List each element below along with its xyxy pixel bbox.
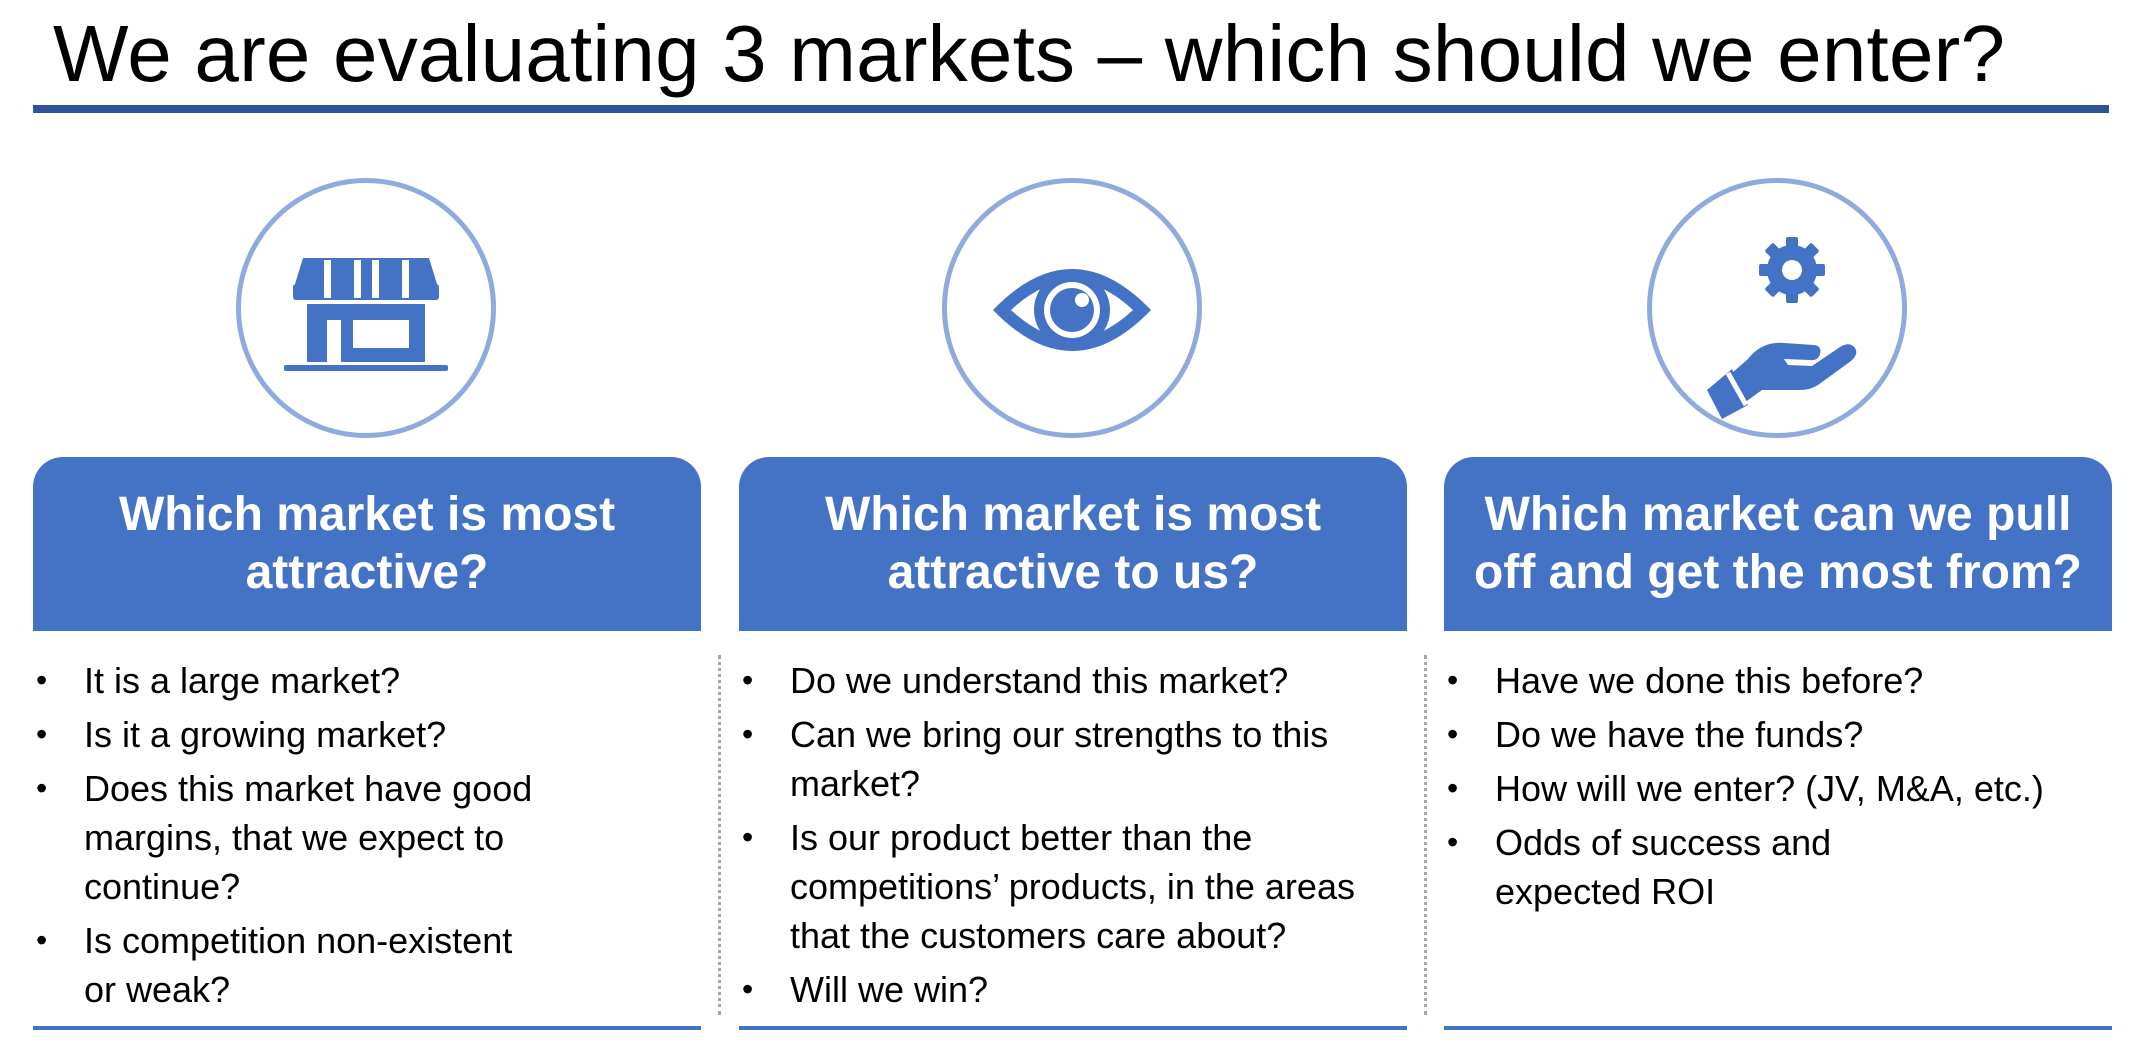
- bullet-dot: •: [742, 971, 754, 1007]
- column-bottom-rule: [1444, 1026, 2112, 1030]
- list-item: • Have we done this before?: [1444, 656, 2112, 705]
- storefront-icon: [284, 258, 448, 371]
- list-item: • Odds of success and expected ROI: [1444, 818, 2112, 916]
- column-header: Which market is most attractive to us?: [739, 457, 1407, 631]
- list-item: • It is a large market?: [33, 656, 701, 705]
- list-item: • Is competition non-existent or weak?: [33, 916, 701, 1014]
- column-execution: Which market can we pull off and get the…: [1444, 0, 2112, 1049]
- column-market-attractiveness: Which market is most attractive? • It is …: [33, 0, 701, 1049]
- list-item: • Does this market have good margins, tha…: [33, 764, 701, 911]
- list-item: • Can we bring our strengths to this mark…: [739, 710, 1407, 808]
- column-header-text: Which market can we pull off and get the…: [1474, 488, 2082, 599]
- bullet-dot: •: [36, 922, 48, 958]
- column-header-text: Which market is most attractive to us?: [824, 488, 1322, 599]
- eye-icon: [993, 269, 1151, 351]
- list-item: • How will we enter? (JV, M&A, etc.): [1444, 764, 2112, 813]
- list-item-text: Do we understand this market?: [790, 660, 1289, 701]
- icon-circle: [942, 178, 1202, 438]
- list-item-text: How will we enter? (JV, M&A, etc.): [1495, 768, 2044, 809]
- list-item: • Is it a growing market?: [33, 710, 701, 759]
- column-bottom-rule: [33, 1026, 701, 1030]
- bullet-dot: •: [36, 770, 48, 806]
- hand-gear-icon: [1707, 237, 1857, 419]
- title-underline: [33, 105, 2109, 113]
- list-item-text: Will we win?: [790, 969, 989, 1010]
- column-attractive-to-us: Which market is most attractive to us? •…: [739, 0, 1407, 1049]
- bullet-dot: •: [1447, 824, 1459, 860]
- list-item-text: Is it a growing market?: [84, 714, 447, 755]
- column-divider: [1424, 655, 1427, 1015]
- list-item-text: Have we done this before?: [1495, 660, 1924, 701]
- bullet-list: • It is a large market? • Is it a growing …: [33, 656, 701, 1019]
- bullet-dot: •: [36, 662, 48, 698]
- bullet-dot: •: [36, 716, 48, 752]
- bullet-list: • Do we understand this market? • Can we b…: [739, 656, 1407, 1019]
- bullet-dot: •: [1447, 662, 1459, 698]
- column-header: Which market is most attractive?: [33, 457, 701, 631]
- slide-title: We are evaluating 3 markets – which shou…: [53, 9, 2006, 98]
- bullet-dot: •: [742, 819, 754, 855]
- icon-circle: [1647, 178, 1907, 438]
- bullet-dot: •: [1447, 716, 1459, 752]
- list-item-text: Odds of success and expected ROI: [1495, 822, 1832, 912]
- list-item-text: Does this market have good margins, that…: [84, 768, 533, 907]
- list-item-text: It is a large market?: [84, 660, 401, 701]
- list-item: • Do we understand this market?: [739, 656, 1407, 705]
- column-header-text: Which market is most attractive?: [118, 488, 616, 599]
- list-item-text: Is our product better than the competiti…: [790, 817, 1355, 956]
- bullet-dot: •: [742, 716, 754, 752]
- list-item: • Do we have the funds?: [1444, 710, 2112, 759]
- bullet-list: • Have we done this before? • Do we have t…: [1444, 656, 2112, 921]
- column-divider: [718, 655, 721, 1015]
- list-item-text: Do we have the funds?: [1495, 714, 1864, 755]
- list-item-text: Is competition non-existent or weak?: [84, 920, 513, 1010]
- column-header: Which market can we pull off and get the…: [1444, 457, 2112, 631]
- bullet-dot: •: [742, 662, 754, 698]
- icon-circle: [236, 178, 496, 438]
- list-item: • Will we win?: [739, 965, 1407, 1014]
- column-bottom-rule: [739, 1026, 1407, 1030]
- bullet-dot: •: [1447, 770, 1459, 806]
- list-item-text: Can we bring our strengths to this marke…: [790, 714, 1329, 804]
- list-item: • Is our product better than the competit…: [739, 813, 1407, 960]
